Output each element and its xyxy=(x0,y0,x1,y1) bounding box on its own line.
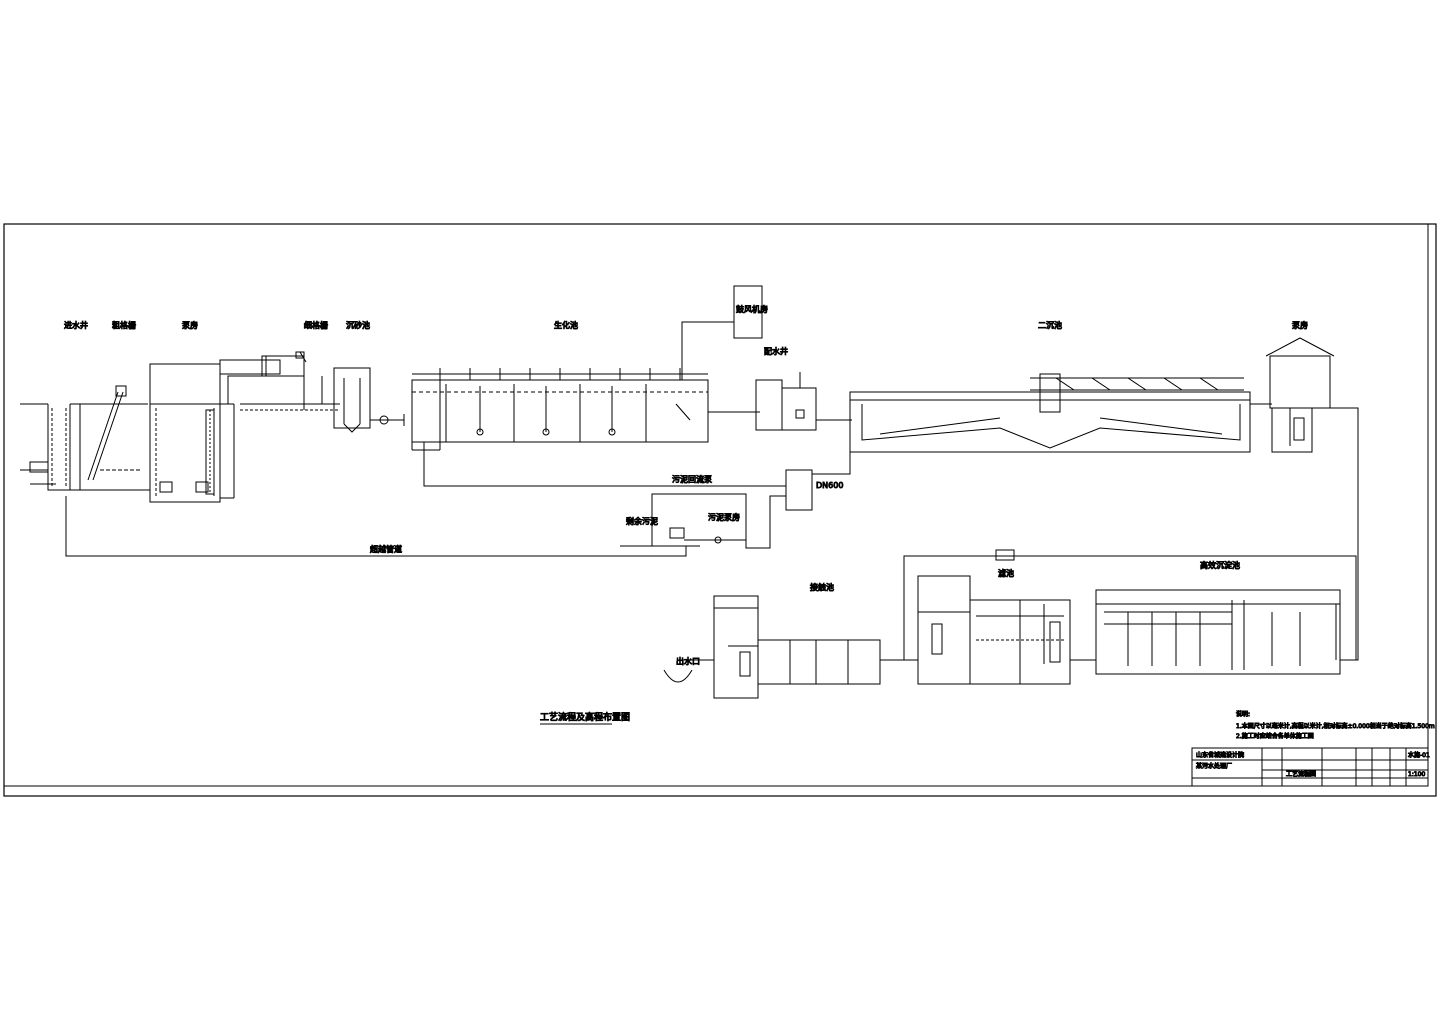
outer-frame xyxy=(3,223,1437,797)
secondary-clarifier xyxy=(849,373,1251,453)
bio-tank xyxy=(411,368,709,451)
title-block xyxy=(1191,747,1429,787)
notes-line-2: 2.施工时应结合各单体施工图 xyxy=(1236,732,1314,740)
label-secondary-clarifier: 二沉池 xyxy=(1038,320,1062,330)
label-blower-room: 鼓风机房 xyxy=(736,304,768,314)
label-contact-tank: 接触池 xyxy=(810,582,834,592)
label-excess-sludge: 剩余污泥 xyxy=(626,516,658,526)
title-block-sheet: 水施-01 xyxy=(1408,751,1430,759)
pump-house-2 xyxy=(1250,337,1359,661)
label-pump-house: 泵房 xyxy=(182,320,198,330)
pump-discharge-pipe xyxy=(227,375,262,404)
label-pipe-dn600: DN600 xyxy=(816,481,843,490)
label-sludge-return-pump: 污泥回流泵 xyxy=(672,474,712,484)
drawing-title: 工艺流程及高程布置图 xyxy=(540,711,630,723)
label-filter: 滤池 xyxy=(998,568,1014,578)
label-distribution-well: 配水井 xyxy=(764,346,788,356)
filter-feed-line xyxy=(903,549,1357,660)
blower-room xyxy=(675,285,763,421)
label-coarse-screen: 粗格栅 xyxy=(112,320,136,330)
label-pump-house-2: 泵房 xyxy=(1292,320,1308,330)
inlet-well xyxy=(20,403,71,491)
label-bio-tank: 生化池 xyxy=(554,320,578,330)
grit-chamber xyxy=(333,367,405,433)
title-block-company: 山东省城建设计院 xyxy=(1196,751,1244,759)
return-sludge-line xyxy=(65,442,851,557)
distribution-well xyxy=(708,372,852,431)
coarse-screen xyxy=(70,385,150,491)
title-block-scale: 1:100 xyxy=(1408,771,1425,778)
label-sludge-pump-house: 污泥泵房 xyxy=(708,512,740,522)
filter xyxy=(917,575,1071,685)
label-outlet: 出水口 xyxy=(676,656,700,666)
label-high-efficiency-tank: 高效沉淀池 xyxy=(1200,560,1240,570)
label-grit-chamber: 沉砂池 xyxy=(346,320,370,330)
pump-house xyxy=(149,363,235,503)
title-block-drawing: 工艺流程图 xyxy=(1286,770,1316,778)
notes-heading: 说明: xyxy=(1236,710,1250,718)
label-inlet-well: 进水井 xyxy=(64,320,88,330)
label-return-pipe: 超越管道 xyxy=(370,544,402,554)
contact-tank xyxy=(663,595,918,699)
title-block-project: 某污水处理厂 xyxy=(1196,762,1232,770)
fine-screen xyxy=(219,351,340,411)
notes-line-1: 1.本图尺寸以毫米计,高程以米计,相对标高±0.000相当于绝对标高1.500m xyxy=(1236,722,1435,730)
high-efficiency-tank xyxy=(1070,589,1341,675)
label-fine-screen: 细格栅 xyxy=(304,320,328,330)
